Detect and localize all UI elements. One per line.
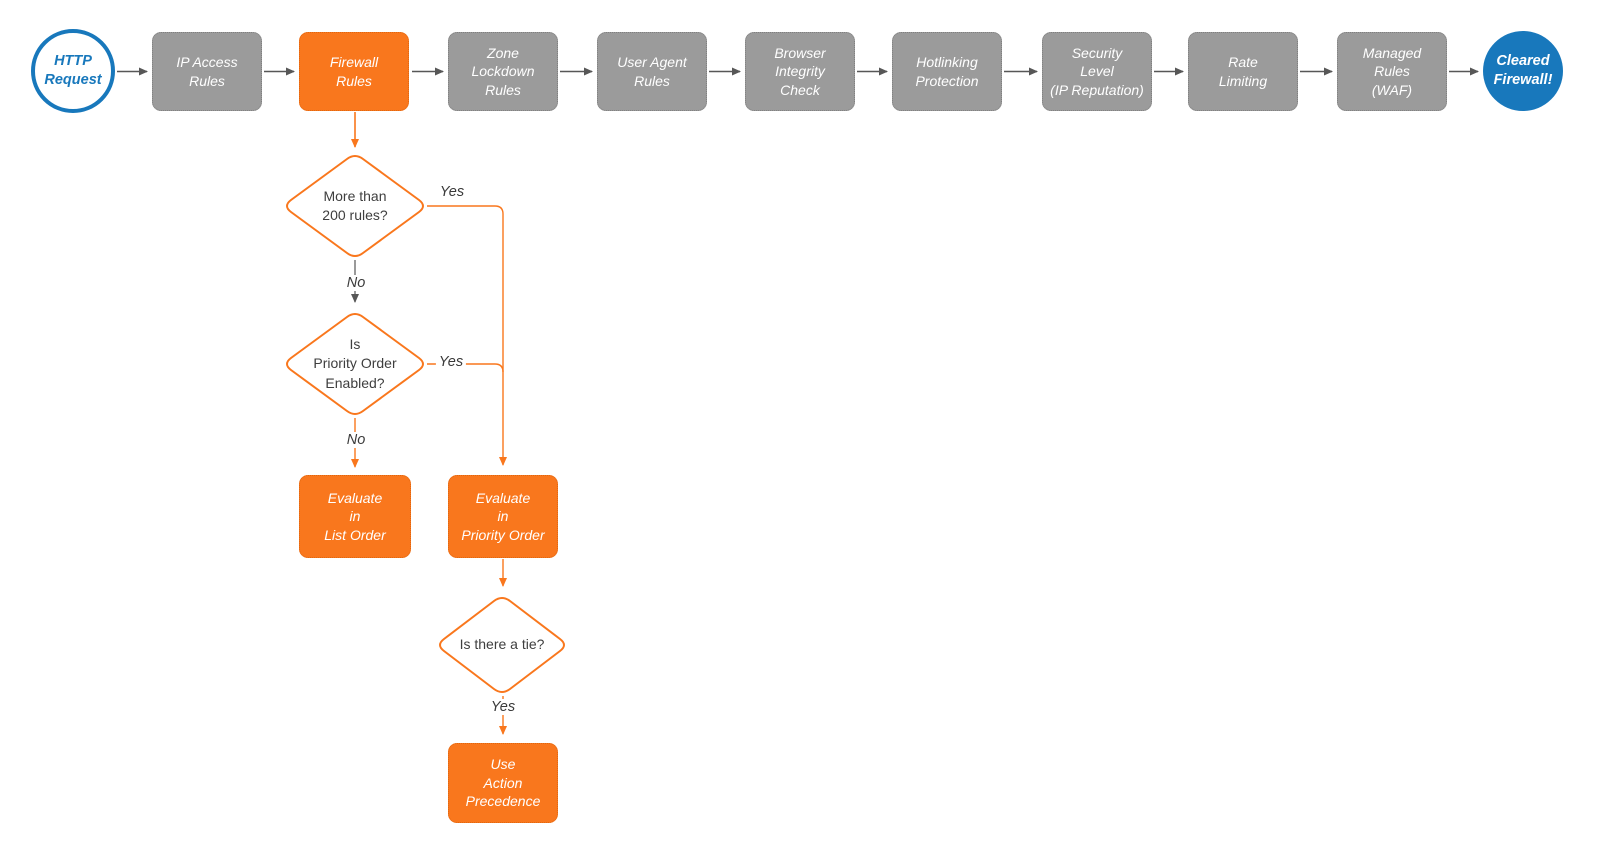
decision-shapes	[286, 155, 565, 693]
start-node-label: HTTP Request	[44, 53, 102, 88]
edge-label-decision2-no: No	[343, 432, 369, 448]
edge-label-decision2-yes: Yes	[435, 354, 467, 370]
step-label: Hotlinking Protection	[915, 54, 979, 89]
step-label: User Agent Rules	[617, 54, 687, 89]
edge-label-decision1-yes: Yes	[436, 184, 468, 200]
step-label: Rate Limiting	[1218, 54, 1268, 89]
decision-text: More than 200 rules?	[322, 187, 388, 223]
action-evaluate-priority-order: Evaluate in Priority Order	[448, 475, 558, 558]
decision3-diamond	[439, 597, 565, 693]
decision1-diamond	[286, 155, 424, 257]
action-use-action-precedence: Use Action Precedence	[448, 743, 558, 823]
edge-label-decision3-yes: Yes	[487, 699, 519, 715]
step-firewall-rules: Firewall Rules	[299, 32, 409, 111]
step-hotlinking-protection: Hotlinking Protection	[892, 32, 1002, 111]
step-managed-rules-waf: Managed Rules (WAF)	[1337, 32, 1447, 111]
step-security-level: Security Level (IP Reputation)	[1042, 32, 1152, 111]
end-node-cleared-firewall: Cleared Firewall!	[1483, 31, 1563, 111]
step-label: Security Level (IP Reputation)	[1050, 44, 1144, 98]
step-label: Zone Lockdown Rules	[471, 44, 535, 98]
action-label: Evaluate in List Order	[324, 489, 386, 543]
action-label: Evaluate in Priority Order	[461, 489, 545, 543]
end-node-label: Cleared Firewall!	[1493, 53, 1553, 88]
decision1-label: More than 200 rules?	[275, 156, 435, 256]
step-ip-access-rules: IP Access Rules	[152, 32, 262, 111]
step-zone-lockdown-rules: Zone Lockdown Rules	[448, 32, 558, 111]
edge-decision1-yes	[427, 205, 507, 466]
decision3-label: Is there a tie?	[422, 595, 582, 695]
step-label: Browser Integrity Check	[774, 44, 826, 98]
step-user-agent-rules: User Agent Rules	[597, 32, 707, 111]
decision-text: Is Priority Order Enabled?	[313, 336, 397, 391]
decision-text: Is there a tie?	[459, 636, 545, 653]
step-label: IP Access Rules	[176, 54, 238, 89]
step-rate-limiting: Rate Limiting	[1188, 32, 1298, 111]
start-node-http-request: HTTP Request	[31, 29, 115, 113]
action-label: Use Action Precedence	[465, 756, 541, 810]
edge-label-decision1-no: No	[343, 275, 369, 291]
decision2-diamond	[286, 313, 424, 415]
action-evaluate-list-order: Evaluate in List Order	[299, 475, 411, 558]
edge-decision2-yes	[427, 363, 504, 373]
step-label: Firewall Rules	[329, 54, 379, 89]
decision2-label: Is Priority Order Enabled?	[275, 314, 435, 414]
step-label: Managed Rules (WAF)	[1362, 44, 1422, 98]
step-browser-integrity-check: Browser Integrity Check	[745, 32, 855, 111]
